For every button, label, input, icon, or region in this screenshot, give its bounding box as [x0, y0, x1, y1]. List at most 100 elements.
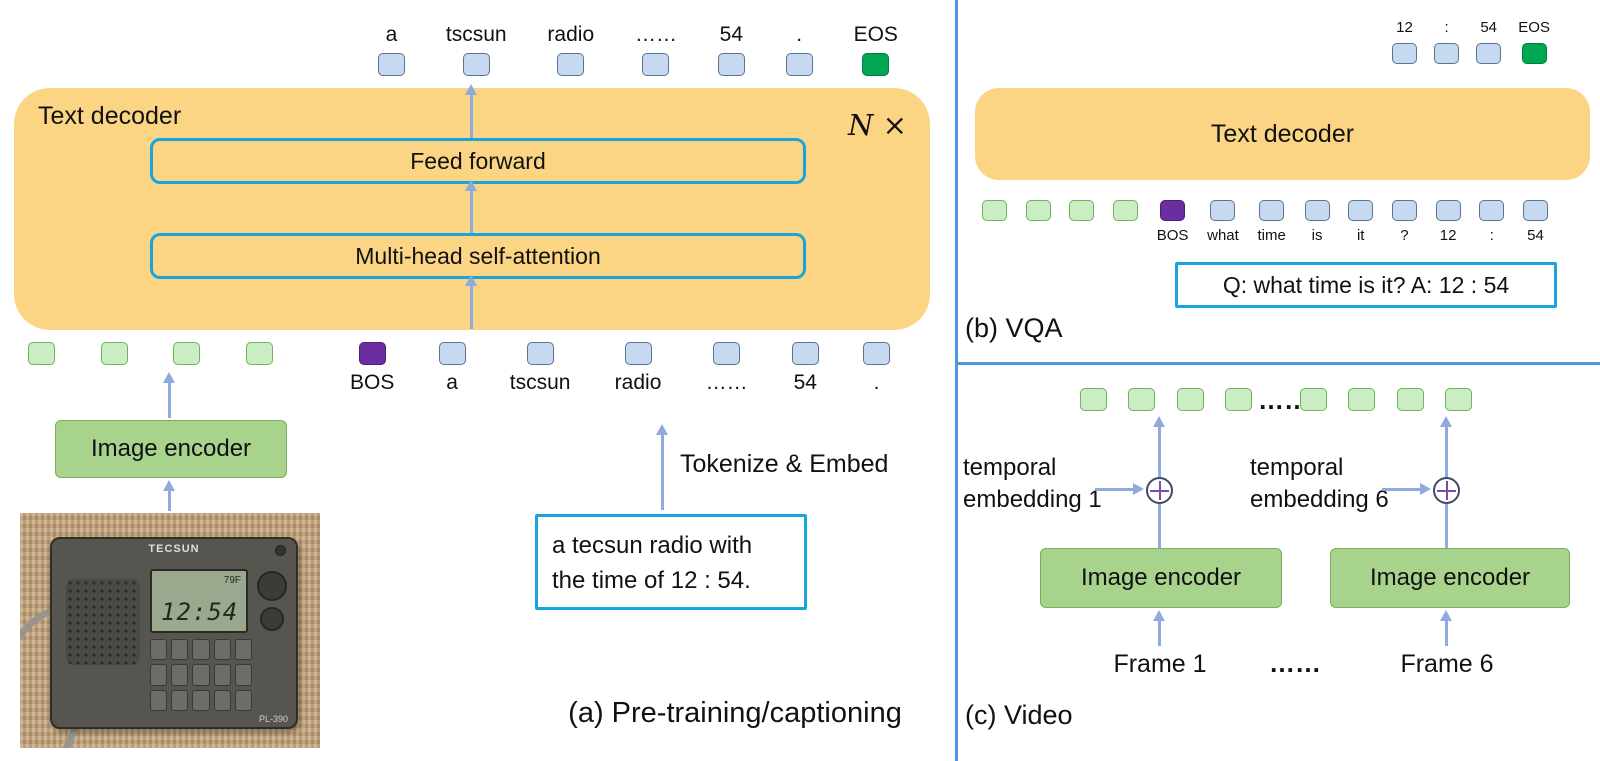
- green-token: [1176, 388, 1204, 411]
- token-item: [28, 342, 55, 365]
- image-token-row: [28, 342, 273, 365]
- token-label: EOS: [853, 23, 898, 46]
- radio-button: [150, 664, 168, 686]
- green-token: [245, 342, 273, 365]
- arrow-attn-to-ff: [465, 180, 477, 233]
- blue-token: [785, 53, 813, 77]
- panel-a-caption: (a) Pre-training/captioning: [568, 697, 902, 729]
- blue-token: [1479, 200, 1505, 221]
- blue-token: [713, 342, 741, 365]
- token-item: tscsun: [510, 342, 570, 394]
- radio-button: [192, 639, 210, 661]
- tokenize-embed-label: Tokenize & Embed: [680, 450, 889, 478]
- temporal-6-line2: embedding 6: [1250, 486, 1389, 514]
- token-item: :: [1479, 200, 1505, 244]
- blue-token: [462, 53, 490, 77]
- green-token: [1348, 388, 1376, 411]
- blue-token: [717, 53, 745, 77]
- token-item: BOS: [350, 342, 394, 394]
- vqa-text-decoder-label: Text decoder: [1210, 119, 1355, 148]
- video-encoder-1-label: Image encoder: [1080, 564, 1242, 591]
- self-attention-block: Multi-head self-attention: [150, 233, 806, 279]
- token-label: :: [1444, 19, 1449, 36]
- token-item: 54: [791, 342, 819, 394]
- token-label: radio: [614, 371, 662, 394]
- arrow-frame6-to-encoder: [1440, 610, 1452, 646]
- blue-token: [791, 342, 819, 365]
- token-label: a: [446, 371, 458, 394]
- token-item: [1113, 200, 1139, 221]
- eos-token: [862, 53, 890, 77]
- radio-button: [234, 689, 252, 711]
- green-token: [1080, 388, 1107, 411]
- self-attention-label: Multi-head self-attention: [355, 242, 601, 269]
- blue-token: [862, 342, 890, 365]
- green-token: [1444, 388, 1472, 411]
- purple-token: [358, 342, 386, 365]
- token-item: what: [1207, 200, 1239, 244]
- token-item: radio: [614, 342, 662, 394]
- panel-c-caption: (c) Video: [965, 700, 1073, 730]
- video-token-row-left: [1080, 388, 1252, 411]
- radio-lcd: 79F 12:54: [150, 569, 248, 633]
- qa-text: Q: what time is it? A: 12 : 54: [1222, 271, 1510, 298]
- token-label: 54: [1527, 227, 1544, 244]
- green-token: [1128, 388, 1156, 411]
- token-item: [1396, 388, 1424, 411]
- image-encoder-label: Image encoder: [90, 435, 252, 462]
- token-item: EOS: [1518, 20, 1550, 64]
- token-item: 12: [1435, 200, 1461, 244]
- token-item: [1025, 200, 1051, 221]
- blue-token: [642, 53, 670, 77]
- eos-token: [1521, 42, 1547, 64]
- radio-button: [150, 689, 168, 711]
- token-item: .: [862, 342, 890, 394]
- token-item: a: [378, 23, 405, 77]
- green-token: [1224, 388, 1252, 411]
- blue-token: [526, 342, 554, 365]
- token-label: BOS: [1156, 227, 1189, 244]
- token-item: BOS: [1156, 200, 1189, 244]
- radio-button: [171, 689, 189, 711]
- token-label: 12: [1396, 19, 1413, 36]
- repeat-n-label: N ×: [848, 108, 907, 142]
- token-label: time: [1257, 227, 1286, 244]
- token-label: is: [1311, 227, 1323, 244]
- video-token-row-right: [1300, 388, 1472, 411]
- blue-token: [1476, 42, 1502, 64]
- radio-button: [171, 639, 189, 661]
- token-label: 12: [1439, 227, 1457, 244]
- token-item: [245, 342, 273, 365]
- radio-button: [192, 689, 210, 711]
- blue-token: [624, 342, 652, 365]
- radio-tuning-knob: [257, 571, 287, 601]
- video-image-encoder-2: Image encoder: [1330, 548, 1570, 608]
- arrow-temporal1-to-plus: [1095, 483, 1144, 495]
- radio-brand-label: TECSUN: [148, 543, 200, 555]
- blue-token: [1391, 200, 1417, 221]
- frame-1-label: Frame 1: [1113, 650, 1207, 678]
- token-item: tscsun: [446, 23, 507, 77]
- image-encoder-block: Image encoder: [55, 420, 287, 478]
- token-item: [1348, 388, 1376, 411]
- text-decoder-label: Text decoder: [38, 102, 182, 130]
- green-token: [1300, 388, 1327, 411]
- token-item: [982, 200, 1007, 221]
- token-label: :: [1489, 227, 1494, 244]
- green-token: [173, 342, 201, 365]
- radio-photo: TECSUN 79F 12:54 PL-390: [20, 513, 320, 748]
- token-item: ……: [635, 23, 677, 77]
- arrow-ff-to-output: [465, 84, 477, 138]
- token-item: time: [1258, 200, 1286, 244]
- token-item: :: [1434, 19, 1460, 64]
- arrow-frame1-to-encoder: [1153, 610, 1165, 646]
- temporal-embedding-6-label: temporal embedding 6: [1250, 452, 1430, 517]
- radio-power-button: [275, 545, 286, 556]
- token-item: [1128, 388, 1156, 411]
- token-item: 12: [1392, 20, 1417, 64]
- token-label: .: [873, 371, 880, 394]
